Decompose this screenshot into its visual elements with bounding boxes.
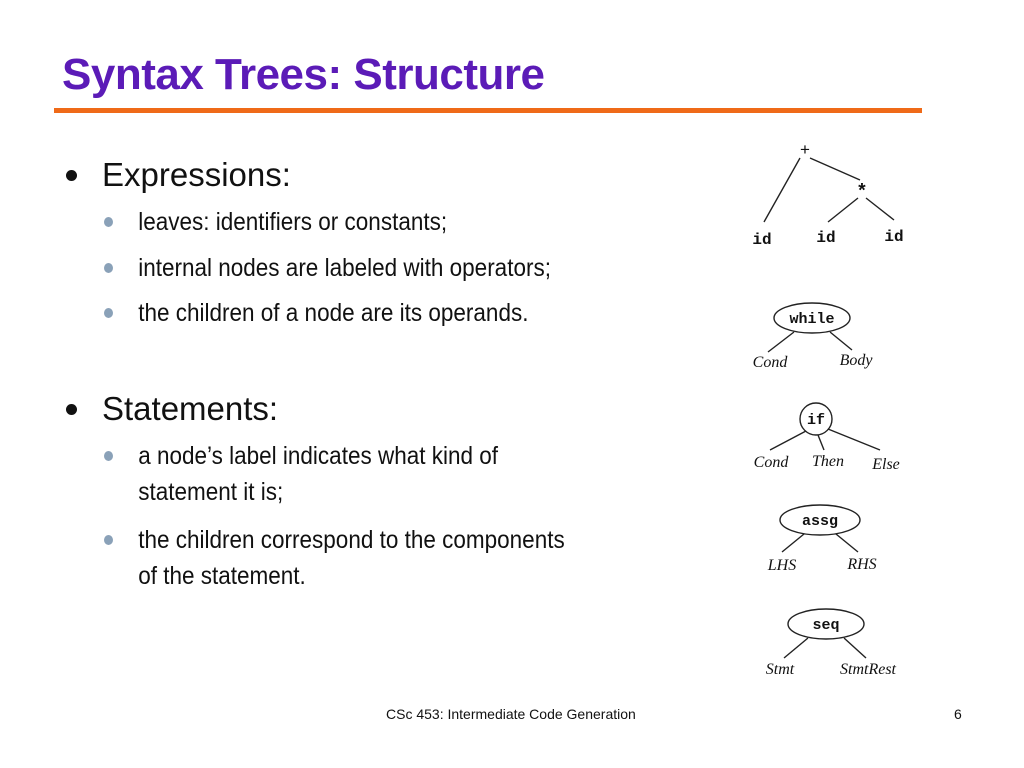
node-times: *: [856, 181, 867, 203]
list-item: the children of a node are its operands.: [104, 295, 572, 331]
bullet-dot-icon: [66, 170, 77, 181]
bullet-dot-icon: [104, 308, 113, 318]
node-if: if: [807, 412, 825, 429]
leaf-id: id: [752, 231, 771, 249]
leaf-rhs: RHS: [846, 556, 876, 573]
leaf-stmt: Stmt: [766, 661, 795, 678]
bullet-dot-icon: [104, 451, 113, 461]
if-tree-diagram: if Cond Then Else: [754, 402, 900, 473]
leaf-then: Then: [812, 453, 844, 470]
section-heading: Expressions:: [102, 156, 291, 193]
assg-tree-diagram: assg LHS RHS: [767, 504, 877, 574]
leaf-body: Body: [840, 352, 874, 369]
footer-course: CSc 453: Intermediate Code Generation: [386, 706, 636, 722]
while-tree-diagram: while Cond Body: [753, 302, 874, 371]
expression-tree-diagram: + * id id id: [752, 142, 903, 249]
node-while: while: [789, 311, 834, 328]
bullet-dot-icon: [66, 404, 77, 415]
page-number: 6: [954, 706, 962, 722]
node-seq: seq: [812, 617, 839, 634]
leaf-id: id: [816, 229, 835, 247]
seq-tree-diagram: seq Stmt StmtRest: [766, 608, 897, 678]
leaf-cond: Cond: [753, 354, 789, 371]
node-plus: +: [800, 142, 810, 161]
leaf-else: Else: [871, 456, 900, 473]
list-item: a node’s label indicates what kind of st…: [104, 438, 572, 510]
title-underline: [54, 108, 922, 113]
bullet-dot-icon: [104, 263, 113, 273]
bullet-dot-icon: [104, 535, 113, 545]
slide-title: Syntax Trees: Structure: [62, 50, 545, 99]
bullet-dot-icon: [104, 217, 113, 227]
list-item: leaves: identifiers or constants;: [104, 204, 572, 240]
list-item: the children correspond to the component…: [104, 522, 572, 594]
leaf-id: id: [884, 228, 903, 246]
list-item: internal nodes are labeled with operator…: [104, 250, 572, 286]
node-assg: assg: [802, 513, 838, 530]
leaf-stmtrest: StmtRest: [840, 661, 897, 678]
section-heading: Statements:: [102, 390, 279, 427]
leaf-lhs: LHS: [767, 557, 796, 574]
leaf-cond: Cond: [754, 454, 790, 471]
